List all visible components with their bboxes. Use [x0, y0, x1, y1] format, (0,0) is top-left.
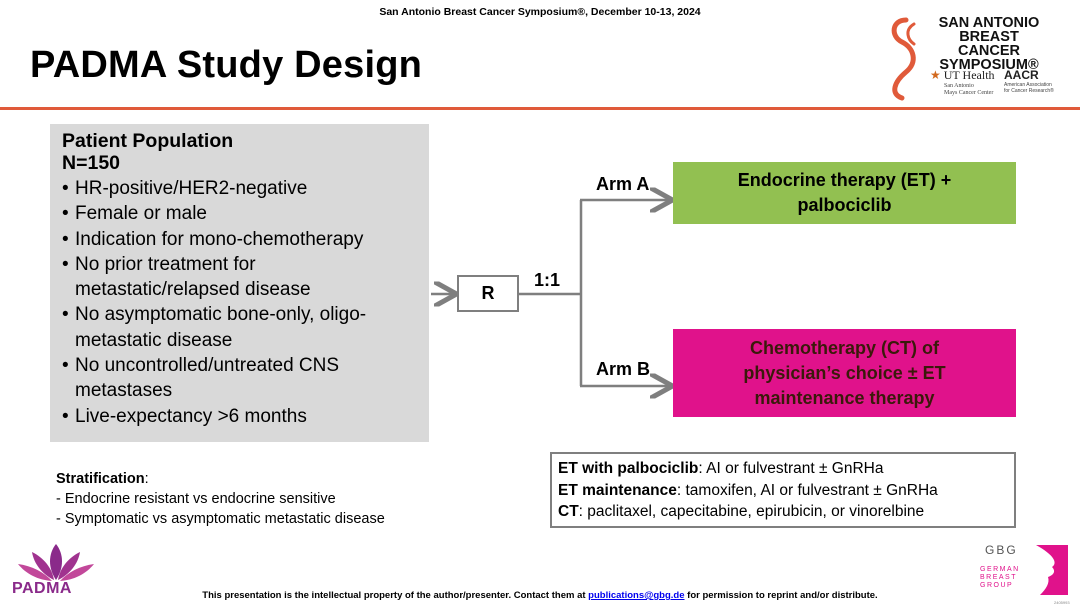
gbg-logo-text: GBG: [985, 543, 1018, 557]
stratification-block: Stratification: - Endocrine resistant vs…: [56, 469, 385, 529]
aacr-sub1: American Association: [1004, 82, 1052, 88]
arm-a-line2: palbociclib: [797, 195, 892, 215]
criteria-item: Live-expectancy >6 months: [62, 404, 429, 430]
criteria-item: Indication for mono-chemotherapy: [62, 227, 429, 253]
note-term: ET maintenance: [558, 481, 677, 499]
criteria-item: No uncontrolled/untreated CNS metastases: [62, 353, 375, 404]
randomization-box: R: [457, 275, 519, 312]
footer-prefix: This presentation is the intellectual pr…: [202, 590, 589, 601]
note-desc: : AI or fulvestrant ± GnRHa: [698, 460, 884, 477]
conference-header: San Antonio Breast Cancer Symposium®, De…: [379, 6, 701, 18]
slide-code: 2405993: [1054, 600, 1070, 605]
gbg-sub2: BREAST: [980, 574, 1018, 581]
sabcs-logo-text: SAN ANTONIO BREAST CANCER SYMPOSIUM®: [930, 15, 1048, 73]
aacr-name: AACR: [1004, 68, 1039, 82]
ut-sub2: Mays Cancer Center: [944, 90, 994, 96]
aacr-logo: AACR American Association for Cancer Res…: [1004, 68, 1054, 94]
gbg-profile-icon: [1036, 545, 1068, 595]
criteria-list: HR-positive/HER2-negative Female or male…: [62, 176, 429, 429]
note-term: CT: [558, 503, 579, 520]
criteria-item: No asymptomatic bone-only, oligo-metasta…: [62, 302, 405, 353]
stratification-colon: :: [144, 471, 149, 487]
sabcs-line2: BREAST CANCER: [957, 29, 1021, 59]
footer-notice: This presentation is the intellectual pr…: [0, 590, 1080, 601]
arm-b-box: Chemotherapy (CT) of physician’s choice …: [673, 329, 1016, 417]
sabcs-line3: SYMPOSIUM®: [939, 57, 1039, 73]
criteria-item: HR-positive/HER2-negative: [62, 176, 429, 202]
population-heading: Patient Population: [62, 130, 234, 152]
padma-logo-text: PADMA: [12, 580, 72, 597]
randomization-ratio: 1:1: [534, 270, 561, 290]
criteria-item: No prior treatment for metastatic/relaps…: [62, 252, 375, 303]
gbg-logo-sub: GERMAN BREAST GROUP: [980, 566, 1020, 590]
ut-name: UT Health: [943, 68, 995, 82]
aacr-sub2: for Cancer Research®: [1004, 88, 1054, 94]
title-divider: [0, 107, 1080, 110]
arm-b-label: Arm B: [596, 359, 651, 379]
sabcs-logo-icon: [891, 17, 916, 101]
arm-b-line3: maintenance therapy: [754, 387, 935, 408]
ut-star-icon: ★: [930, 68, 941, 82]
ut-health-logo: ★ UT Health San Antonio Mays Cancer Cent…: [930, 68, 995, 97]
gbg-sub3: GROUP: [980, 582, 1014, 589]
note-et-palbociclib: ET with palbociclib: AI or fulvestrant ±…: [558, 458, 1014, 480]
criteria-item: Female or male: [62, 201, 429, 227]
gbg-sub1: GERMAN: [980, 566, 1020, 573]
note-desc: : paclitaxel, capecitabine, epirubicin, …: [578, 503, 925, 520]
footer-suffix: for permission to reprint and/or distrib…: [684, 590, 878, 601]
note-desc: : tamoxifen, AI or fulvestrant ± GnRHa: [676, 481, 938, 499]
arm-b-line1: Chemotherapy (CT) of: [750, 337, 939, 358]
arm-b-line2: physician’s choice ± ET: [743, 362, 946, 383]
arm-a-line1: Endocrine therapy (ET) +: [737, 170, 952, 190]
arm-a-box: Endocrine therapy (ET) + palbociclib: [673, 162, 1016, 224]
slide-title: PADMA Study Design: [30, 44, 423, 86]
note-et-maintenance: ET maintenance: tamoxifen, AI or fulvest…: [558, 480, 1014, 502]
stratification-heading-line: Stratification:: [56, 469, 385, 489]
stratification-item: - Symptomatic vs asymptomatic metastatic…: [56, 511, 385, 527]
stratification-item: - Endocrine resistant vs endocrine sensi…: [56, 491, 336, 507]
stratification-heading: Stratification: [56, 471, 145, 487]
arm-a-label: Arm A: [596, 174, 650, 194]
padma-lotus-icon: [18, 544, 94, 581]
note-ct: CT: paclitaxel, capecitabine, epirubicin…: [558, 501, 1014, 523]
population-n: N=150: [62, 152, 121, 174]
sabcs-line1: SAN ANTONIO: [938, 15, 1040, 31]
publications-email-link[interactable]: publications@gbg.de: [588, 590, 685, 601]
patient-population-box: Patient Population N=150 HR-positive/HER…: [50, 124, 429, 442]
ut-sub1: San Antonio: [944, 83, 974, 89]
note-term: ET with palbociclib: [558, 460, 699, 477]
treatment-notes-box: ET with palbociclib: AI or fulvestrant ±…: [550, 452, 1016, 528]
